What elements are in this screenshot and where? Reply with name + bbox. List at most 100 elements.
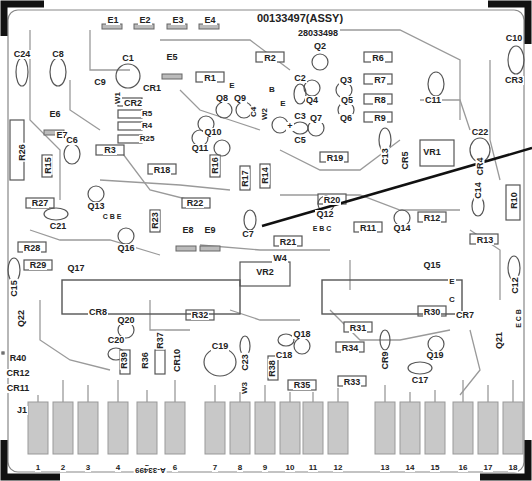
- reference-designator: E B C: [312, 225, 333, 232]
- reference-designator: C B E: [102, 213, 123, 220]
- pin-number: 12: [333, 464, 344, 472]
- pin-number: 6: [172, 464, 178, 472]
- copper-trace: [62, 380, 63, 402]
- copper-trace: [174, 380, 175, 402]
- reference-designator: Q11: [191, 144, 210, 153]
- reference-designator: C5: [293, 136, 307, 145]
- reference-designator: R31: [349, 324, 368, 333]
- copper-trace: [312, 392, 313, 402]
- pin-number: 18: [508, 464, 519, 472]
- resistor-symbol: [268, 356, 278, 380]
- reference-designator: R38: [267, 359, 276, 378]
- reference-designator: CR11: [6, 384, 31, 393]
- edge-connector-pad: [280, 402, 300, 454]
- transistor-symbol: [88, 186, 104, 202]
- reference-designator: C11: [424, 96, 442, 105]
- reference-designator: R9: [373, 114, 387, 123]
- reference-designator: CR12: [5, 369, 30, 378]
- reference-designator: Q6: [339, 114, 353, 123]
- reference-designator: Q8: [215, 94, 229, 103]
- resistor-symbol: [24, 260, 52, 270]
- transistor-symbol: [214, 140, 230, 156]
- reference-designator: R22: [186, 199, 205, 208]
- board-outline: [8, 10, 524, 472]
- resistor-symbol: [18, 242, 46, 252]
- capacitor-symbol: [408, 362, 432, 374]
- pin-number: 11: [308, 464, 318, 472]
- capacitor-symbol: [44, 208, 68, 220]
- copper-trace: [349, 260, 350, 290]
- reference-designator: R23: [150, 211, 159, 230]
- copper-trace: [90, 30, 130, 70]
- resistor-symbol: [344, 322, 372, 332]
- capacitor-symbol: [50, 58, 66, 86]
- pin-number: 7: [212, 464, 218, 472]
- copper-trace: [409, 392, 410, 402]
- reference-designator: R27: [31, 199, 50, 208]
- capacitor-symbol: [428, 72, 444, 96]
- reference-designator: E4: [203, 16, 216, 25]
- reference-designator: C4: [250, 106, 258, 118]
- reference-designator: A-33499: [134, 466, 167, 474]
- capacitor-symbol: [204, 348, 236, 376]
- edge-connector-pad: [478, 402, 498, 454]
- reference-designator: E: [448, 278, 455, 286]
- crop-mark: [488, 4, 528, 44]
- resistor-symbol: [336, 342, 364, 352]
- reference-designator: R1: [203, 74, 217, 83]
- reference-designator: R25: [139, 135, 156, 143]
- reference-designator: R19: [326, 154, 345, 163]
- transistor-symbol: [294, 338, 310, 354]
- resistor-symbol: [364, 52, 392, 62]
- copper-trace: [384, 385, 385, 402]
- resistor-symbol: [240, 262, 290, 286]
- reference-designator: +: [286, 122, 293, 131]
- reference-designator: J1: [16, 406, 28, 415]
- capacitor-symbol: [16, 58, 28, 86]
- reference-designator: Q22: [17, 308, 26, 327]
- copper-trace: [40, 300, 110, 370]
- resistor-symbol: [118, 122, 142, 130]
- edge-connector-pad: [303, 402, 323, 454]
- pin-number: 4: [115, 464, 121, 472]
- reference-designator: R26: [17, 143, 26, 162]
- reference-designator: Q9: [233, 94, 247, 103]
- resistor-symbol: [96, 145, 124, 155]
- resistor-symbol: [196, 72, 224, 82]
- copper-trace: [280, 195, 460, 210]
- resistor-symbol: [26, 198, 54, 208]
- capacitor-symbol: [292, 122, 308, 134]
- reference-designator: C22: [471, 128, 490, 137]
- transistor-symbol: [216, 102, 232, 118]
- reference-designator: R16: [210, 156, 219, 175]
- reference-designator: CR2: [123, 99, 143, 108]
- test-point-pad: [199, 24, 219, 29]
- reference-designator: CR8: [88, 308, 108, 317]
- edge-connector-pad: [165, 402, 185, 454]
- resistor-symbol: [118, 110, 142, 118]
- copper-trace: [30, 230, 160, 255]
- reference-designator: R8: [373, 96, 387, 105]
- reference-designator: C20: [107, 336, 126, 345]
- reference-designator: B: [268, 86, 276, 94]
- reference-designator: 00133497(ASSY): [256, 13, 344, 24]
- reference-designator: C2: [293, 74, 307, 83]
- copper-trace: [87, 385, 88, 402]
- edge-connector-pad: [375, 402, 395, 454]
- test-point-pad: [102, 24, 122, 29]
- copper-trace: [490, 60, 500, 180]
- resistor-symbol: [155, 350, 165, 374]
- copper-trace: [512, 380, 513, 402]
- reference-designator: C17: [411, 376, 430, 385]
- copper-trace: [120, 150, 190, 200]
- pin-number: 14: [405, 464, 416, 472]
- pin-number: 9: [262, 464, 268, 472]
- reference-designator: R10: [509, 191, 518, 210]
- reference-designator: Q7: [309, 114, 323, 123]
- capacitor-symbol: [508, 46, 524, 74]
- reference-designator: C6: [65, 136, 79, 145]
- reference-designator: VR1: [422, 148, 442, 157]
